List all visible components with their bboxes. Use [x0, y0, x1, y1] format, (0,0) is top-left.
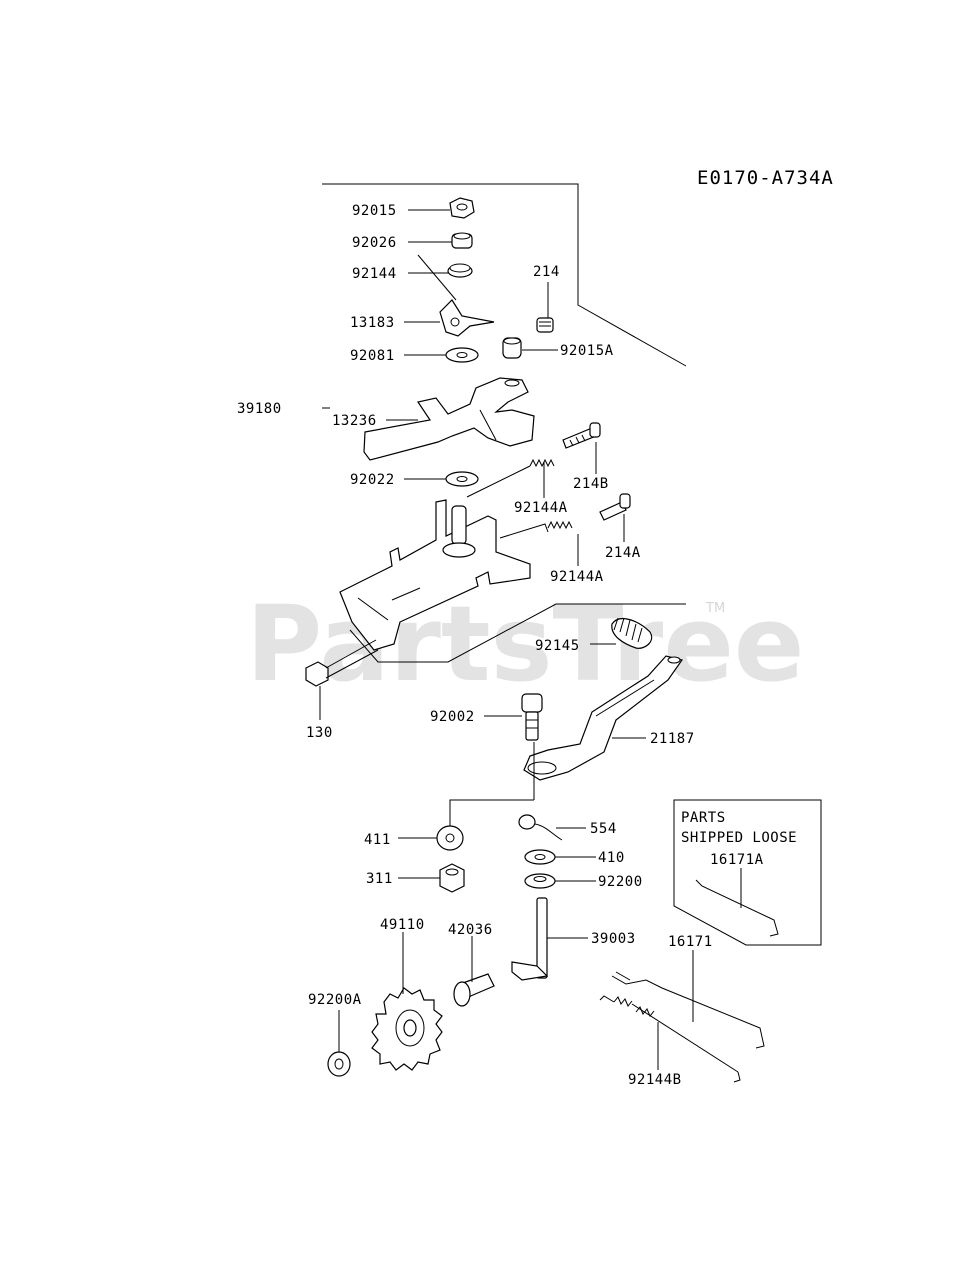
part-92022-washer-icon[interactable]	[445, 471, 479, 487]
part-42036-shaft-icon[interactable]	[453, 973, 495, 1007]
part-410-washer-icon[interactable]	[524, 849, 556, 865]
label-214B[interactable]: 214B	[573, 476, 609, 492]
label-410[interactable]: 410	[598, 850, 625, 866]
part-21187-lever-icon[interactable]	[449, 655, 683, 826]
part-214B-screw-icon[interactable]	[562, 422, 601, 449]
part-16171-rod-icon[interactable]	[611, 971, 765, 1049]
label-92144[interactable]: 92144	[352, 266, 397, 282]
label-411[interactable]: 411	[364, 832, 391, 848]
trademark-text: TM	[705, 601, 725, 616]
label-214[interactable]: 214	[533, 264, 560, 280]
label-21187[interactable]: 21187	[650, 731, 695, 747]
part-214A-screw-icon[interactable]	[599, 493, 631, 521]
part-130-bolt-icon[interactable]	[305, 639, 379, 687]
part-311-nut-icon[interactable]	[439, 863, 465, 893]
watermark-text: PartsTree	[246, 583, 804, 705]
label-49110[interactable]: 49110	[380, 917, 425, 933]
part-13236-lever-icon[interactable]	[363, 377, 535, 461]
label-16171A[interactable]: 16171A	[710, 852, 764, 868]
part-411-washer-icon[interactable]	[436, 825, 464, 851]
label-92022[interactable]: 92022	[350, 472, 395, 488]
shipped-loose-title-1: PARTS	[681, 810, 726, 826]
label-92081[interactable]: 92081	[350, 348, 395, 364]
part-92081-washer-icon[interactable]	[445, 347, 479, 363]
part-92026-collar-icon[interactable]	[451, 232, 473, 249]
part-214-screw-icon[interactable]	[536, 282, 554, 333]
shipped-loose-title-2: SHIPPED LOOSE	[681, 830, 797, 846]
shipped-loose-box	[673, 799, 822, 946]
label-13183[interactable]: 13183	[350, 315, 395, 331]
label-16171[interactable]: 16171	[668, 934, 713, 950]
label-92015[interactable]: 92015	[352, 203, 397, 219]
label-311[interactable]: 311	[366, 871, 393, 887]
part-49110-gear-icon[interactable]	[371, 987, 443, 1071]
label-92200A[interactable]: 92200A	[308, 992, 362, 1008]
label-554[interactable]: 554	[590, 821, 617, 837]
part-92200-washer-icon[interactable]	[524, 873, 556, 889]
part-39003-shaft-icon[interactable]	[511, 897, 549, 981]
label-92145[interactable]: 92145	[535, 638, 580, 654]
label-39180[interactable]: 39180	[237, 401, 282, 417]
label-92015A[interactable]: 92015A	[560, 343, 614, 359]
part-92015-nut-icon[interactable]	[449, 197, 475, 219]
label-92200[interactable]: 92200	[598, 874, 643, 890]
part-92015A-collar-icon[interactable]	[502, 337, 522, 359]
part-13183-plate-icon[interactable]	[439, 299, 495, 337]
part-92144A-spring-upper-icon[interactable]	[466, 458, 555, 498]
part-92200A-washer-icon[interactable]	[327, 1051, 351, 1077]
label-13236[interactable]: 13236	[332, 413, 377, 429]
part-554-clip-icon[interactable]	[518, 814, 563, 841]
label-92026[interactable]: 92026	[352, 235, 397, 251]
diagram-code: E0170-A734A	[697, 167, 834, 189]
frame-lines	[322, 183, 687, 663]
label-92144A-lower[interactable]: 92144A	[550, 569, 604, 585]
part-92144-washer-icon[interactable]	[417, 254, 473, 301]
part-92145-spring-icon[interactable]	[611, 617, 653, 649]
label-92144B[interactable]: 92144B	[628, 1072, 682, 1088]
label-214A[interactable]: 214A	[605, 545, 641, 561]
label-92144A-upper[interactable]: 92144A	[514, 500, 568, 516]
part-92144B-spring-icon[interactable]	[599, 995, 741, 1083]
part-39180-bracket-icon[interactable]	[339, 499, 531, 651]
part-92002-bolt-icon[interactable]	[521, 693, 543, 741]
leader-lines	[319, 209, 694, 1070]
label-92002[interactable]: 92002	[430, 709, 475, 725]
label-42036[interactable]: 42036	[448, 922, 493, 938]
label-130[interactable]: 130	[306, 725, 333, 741]
label-39003[interactable]: 39003	[591, 931, 636, 947]
part-92144A-spring-lower-icon[interactable]	[499, 520, 573, 539]
